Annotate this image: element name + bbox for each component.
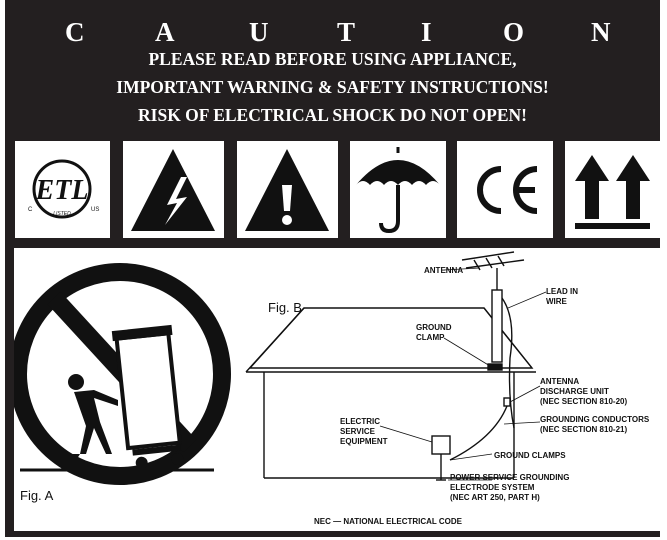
figure-a-tip-over-warning [14, 263, 231, 485]
label-lead-in-2: WIRE [546, 297, 568, 306]
caution-letter: O [503, 17, 525, 47]
caution-letter: N [591, 17, 611, 47]
label-discharge-3: (NEC SECTION 810-20) [540, 397, 627, 406]
etl-c-text: C [28, 207, 33, 213]
installation-figures: Fig. A [14, 248, 662, 531]
figure-a-label: Fig. A [20, 488, 54, 503]
ce-mark-icon [457, 141, 553, 238]
label-ground-clamp-2: CLAMP [416, 333, 445, 342]
label-ground-clamp-1: GROUND [416, 323, 452, 332]
caution-label: C A U T I O N PLEASE READ BEFORE USING A… [5, 0, 662, 537]
label-power-3: (NEC ART 250, PART H) [450, 493, 540, 502]
etl-listed-text: LISTED [53, 211, 71, 217]
caution-letter: A [155, 17, 175, 47]
label-discharge-2: DISCHARGE UNIT [540, 387, 609, 396]
caution-letter: C [65, 17, 85, 47]
etl-listed-mark: ETL C US LISTED [15, 141, 110, 238]
label-electric-1: ELECTRIC [340, 417, 380, 426]
svg-text:ETL: ETL [35, 175, 89, 206]
this-way-up-arrows-icon [565, 141, 660, 238]
instruction-line-2: IMPORTANT WARNING & SAFETY INSTRUCTIONS! [116, 77, 549, 97]
electric-shock-warning-icon [123, 141, 224, 238]
instruction-line-3: RISK OF ELECTRICAL SHOCK DO NOT OPEN! [138, 105, 527, 125]
caution-letter: T [337, 17, 356, 47]
umbrella-keep-dry-icon [350, 141, 446, 238]
figure-b-antenna-grounding-diagram [245, 251, 536, 481]
caution-heading: C A U T I O N [5, 16, 660, 48]
caution-letter: U [249, 17, 269, 47]
label-lead-in-1: LEAD IN [546, 287, 578, 296]
label-discharge-1: ANTENNA [540, 377, 579, 386]
label-power-2: ELECTRODE SYSTEM [450, 483, 535, 492]
label-grounding-conductors-1: GROUNDING CONDUCTORS [540, 415, 650, 424]
instruction-line-1: PLEASE READ BEFORE USING APPLIANCE, [148, 49, 517, 69]
exclamation-warning-icon [237, 141, 338, 238]
label-antenna: ANTENNA [424, 266, 463, 275]
figure-b-label: Fig. B [268, 300, 302, 315]
label-electric-3: EQUIPMENT [340, 437, 388, 446]
label-ground-clamps: GROUND CLAMPS [494, 451, 566, 460]
label-nec: NEC — NATIONAL ELECTRICAL CODE [314, 517, 463, 526]
label-grounding-conductors-2: (NEC SECTION 810-21) [540, 425, 627, 434]
label-power-1: POWER SERVICE GROUNDING [450, 473, 569, 482]
label-electric-2: SERVICE [340, 427, 376, 436]
etl-us-text: US [91, 207, 99, 213]
caution-letter: I [421, 17, 432, 47]
